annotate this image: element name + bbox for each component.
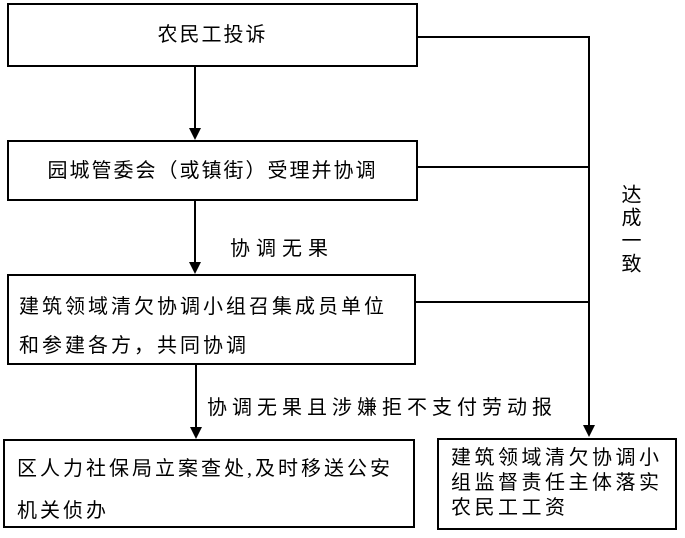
node-hr-bureau-investigate: 区人力社保局立案查处,及时移送公安 机关侦办: [3, 439, 415, 528]
edge-group-to-hr-bureau: [195, 365, 197, 428]
node-label-line: 农民工工资: [451, 497, 569, 519]
edge-complaint-to-accept: [194, 67, 196, 129]
node-group-supervise-wages: 建筑领域清欠协调小 组监督责任主体落实 农民工工资: [437, 438, 677, 530]
node-label-line: 建筑领域清欠协调小: [451, 447, 663, 469]
edge-accept-to-group: [194, 201, 196, 263]
node-migrant-worker-complaint: 农民工投诉: [7, 3, 418, 67]
edge-accept-to-rail: [418, 166, 590, 168]
node-label: 园城管委会（或镇街）受理并协调: [47, 159, 378, 182]
arrowhead-down-icon: [189, 262, 201, 274]
edge-rail-to-supervise: [588, 36, 590, 425]
node-label-line: 组监督责任主体落实: [451, 472, 663, 494]
arrowhead-down-icon: [190, 427, 202, 439]
node-clearance-group-coordinate: 建筑领域清欠协调小组召集成员单位 和参建各方，共同协调: [7, 274, 416, 365]
arrowhead-down-icon: [189, 128, 201, 140]
edge-label-coordination-failed: 协调无果: [230, 232, 334, 261]
node-committee-accept-coordinate: 园城管委会（或镇街）受理并协调: [7, 140, 418, 201]
node-label-line: 和参建各方，共同协调: [19, 335, 249, 357]
node-label-line: 建筑领域清欠协调小组召集成员单位: [19, 296, 387, 318]
edge-complaint-to-rail: [418, 36, 590, 38]
node-label: 农民工投诉: [157, 24, 268, 46]
edge-label-failed-and-suspected-nonpayment: 协调无果且涉嫌拒不支付劳动报: [207, 391, 557, 420]
arrowhead-down-icon: [583, 425, 595, 437]
node-label-line: 机关侦办: [17, 500, 109, 522]
node-label-line: 区人力社保局立案查处,及时移送公安: [17, 458, 393, 480]
edge-group-to-rail: [416, 301, 590, 303]
edge-label-agreement-reached: 达成一致: [615, 184, 644, 288]
